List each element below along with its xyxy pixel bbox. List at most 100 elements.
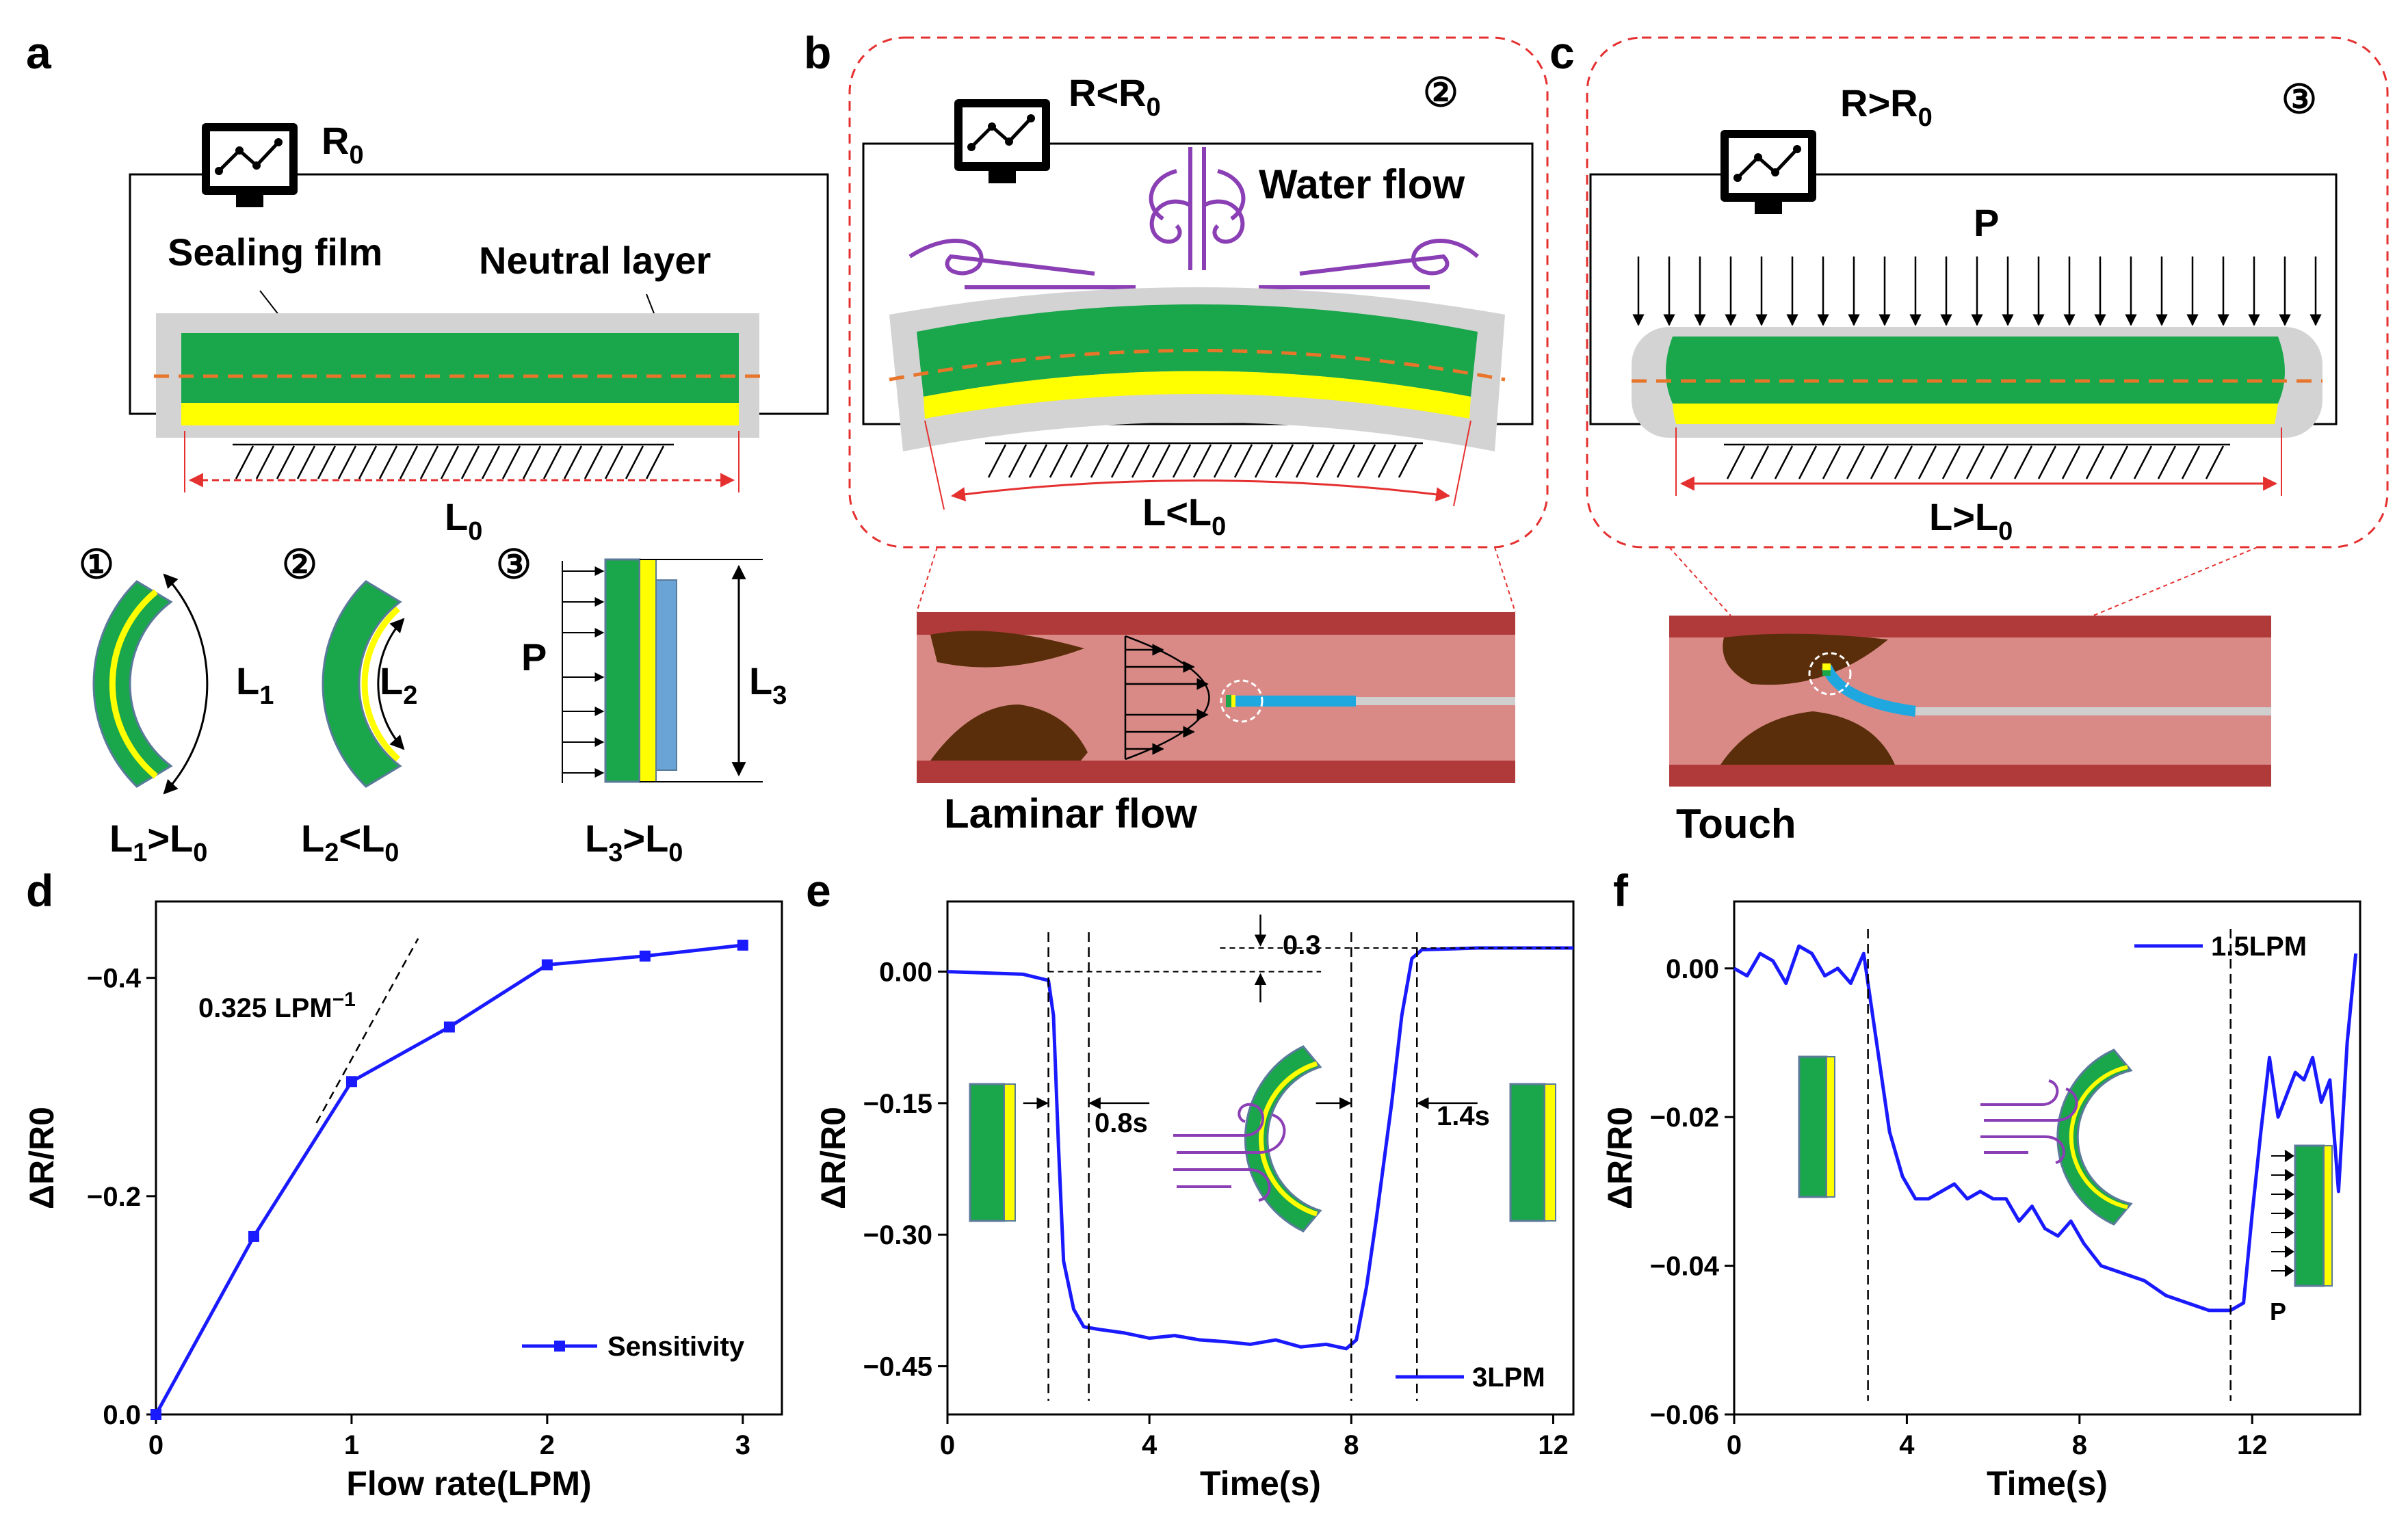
sensor-yellow-c xyxy=(1673,404,2278,424)
pressed-sensor xyxy=(562,558,763,783)
bent-sensor-convex xyxy=(92,573,209,795)
state-1-number: ① xyxy=(79,542,114,587)
state-number-c: ③ xyxy=(2281,77,2317,122)
l2-label: L2 xyxy=(380,659,417,710)
l3-label: L3 xyxy=(749,659,787,710)
panel-label-c: c xyxy=(1549,27,1575,78)
clot-top-b xyxy=(930,631,1084,668)
legend-marker xyxy=(554,1341,565,1352)
ground-hatch-c xyxy=(1724,443,2230,479)
y-tick-label: −0.45 xyxy=(863,1352,932,1382)
y-axis-label: ΔR/R0 xyxy=(1601,1107,1639,1209)
caption-b: Laminar flow xyxy=(944,791,1197,836)
x-tick-label: 4 xyxy=(1899,1430,1915,1460)
plot-frame xyxy=(1733,900,2361,1416)
data-point xyxy=(248,1230,259,1242)
length-label-b: L<L0 xyxy=(1142,490,1226,541)
sealing-film-label: Sealing film xyxy=(168,230,382,274)
flat-sensor-icon-2 xyxy=(1509,1083,1556,1222)
x-tick-label: 3 xyxy=(735,1430,750,1460)
sensor-yellow-layer xyxy=(181,403,739,425)
data-point xyxy=(541,959,553,971)
sensor-yellow-b xyxy=(924,371,1471,419)
data-point xyxy=(150,1409,161,1420)
panel-a: a R0 Sealing film Neutral layer L0 xyxy=(26,27,829,867)
l2-relation: L2<L0 xyxy=(301,817,399,867)
sensor-green-layer xyxy=(181,333,739,403)
pressure-label-a: P xyxy=(521,635,547,679)
bent-sensor-icon xyxy=(1244,1045,1322,1233)
bent-sensor-concave xyxy=(322,580,405,788)
rise-time-label: 0.8s xyxy=(1095,1108,1148,1138)
data-point xyxy=(443,1021,455,1033)
water-flow-label: Water flow xyxy=(1259,161,1465,207)
slope-annotation: 0.325 LPM−1 xyxy=(198,988,356,1023)
x-tick-label: 4 xyxy=(1142,1430,1157,1460)
x-tick-label: 0 xyxy=(148,1430,163,1460)
resistance-label-c: R>R0 xyxy=(1840,81,1933,132)
x-tick-label: 12 xyxy=(2237,1430,2268,1460)
y-tick-label: 0.00 xyxy=(1666,954,1719,984)
data-point xyxy=(737,939,748,951)
zoom-box-b xyxy=(848,36,1549,549)
caption-c: Touch xyxy=(1676,801,1796,847)
fall-time-label: 1.4s xyxy=(1437,1101,1490,1131)
x-tick-label: 12 xyxy=(1538,1430,1569,1460)
series-line xyxy=(1733,944,2358,1313)
data-point xyxy=(345,1076,357,1088)
x-axis-label: Time(s) xyxy=(1200,1464,1321,1503)
resistance-label-b: R<R0 xyxy=(1069,71,1161,122)
state-2-number: ② xyxy=(282,542,317,587)
clot-top-c xyxy=(1723,633,1888,685)
offset-label: 0.3 xyxy=(1283,930,1321,960)
x-tick-label: 0 xyxy=(1727,1430,1742,1460)
neutral-layer-b xyxy=(889,349,1506,382)
series-line xyxy=(947,946,1573,1351)
y-tick-label: −0.04 xyxy=(1650,1252,1720,1282)
panel-label-a: a xyxy=(26,27,52,78)
bent-sensor-icon-f xyxy=(2056,1049,2133,1226)
l3-relation: L3>L0 xyxy=(585,817,683,867)
water-flow-icon xyxy=(908,147,1480,289)
y-tick-label: −0.30 xyxy=(863,1220,932,1250)
x-tick-label: 0 xyxy=(940,1430,955,1460)
y-tick-label: −0.06 xyxy=(1650,1400,1719,1430)
panel-label-e: e xyxy=(806,865,831,916)
legend-label: 1.5LPM xyxy=(2211,932,2307,962)
airflow-icon-f xyxy=(1980,1079,2078,1164)
x-axis-label: Flow rate(LPM) xyxy=(346,1464,591,1503)
laminar-profile xyxy=(1124,635,1210,761)
zoom-box-c xyxy=(1586,36,2389,549)
y-axis-label: ΔR/R0 xyxy=(23,1107,61,1209)
sensor-green-c xyxy=(1666,337,2285,404)
data-point xyxy=(639,950,651,962)
airflow-icon xyxy=(1173,1103,1286,1202)
catheter-probe-b xyxy=(1226,696,1356,707)
monitor-icon xyxy=(954,99,1050,183)
neutral-layer-label: Neutral layer xyxy=(479,239,711,282)
monitor-icon xyxy=(202,123,298,207)
panel-c: c R>R0 ③ P L>L0 xyxy=(1549,27,2389,847)
l1-relation: L1>L0 xyxy=(109,817,207,867)
pressure-label-f: P xyxy=(2270,1297,2286,1326)
ground-hatch-b xyxy=(985,442,1423,478)
legend-label: Sensitivity xyxy=(607,1332,745,1362)
l0-label: L0 xyxy=(445,495,482,546)
panel-label-d: d xyxy=(26,865,53,916)
x-tick-label: 8 xyxy=(2072,1430,2087,1460)
state-3-number: ③ xyxy=(496,542,532,587)
panel-b: b R<R0 ② Water flow xyxy=(804,27,1549,836)
state-number-b: ② xyxy=(1423,70,1458,115)
x-tick-label: 1 xyxy=(344,1430,359,1460)
panel-label-f: f xyxy=(1613,865,1629,916)
clot-bottom-b xyxy=(930,704,1088,761)
x-tick-label: 8 xyxy=(1344,1430,1359,1460)
y-tick-label: −0.4 xyxy=(87,964,142,994)
length-label-c: L>L0 xyxy=(1929,495,2013,546)
y-axis-label: ΔR/R0 xyxy=(814,1107,852,1209)
